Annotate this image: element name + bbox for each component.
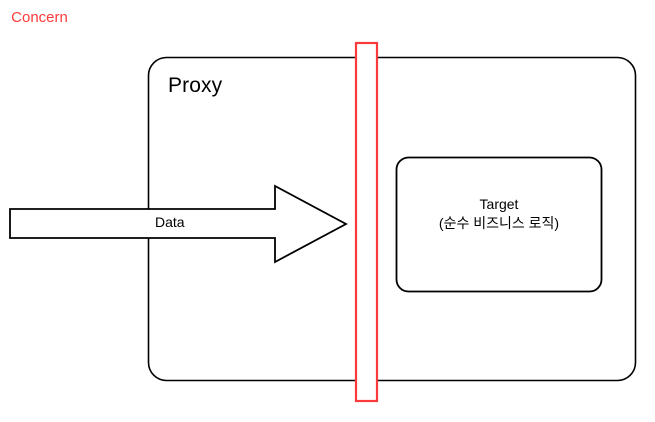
concern-bar[interactable]	[354, 41, 379, 403]
data-arrow[interactable]	[9, 184, 348, 264]
proxy-label: Proxy	[168, 74, 223, 97]
concern-label-text: Concern	[11, 9, 68, 26]
target-box[interactable]	[395, 156, 603, 293]
concern-label: Concern	[0, 9, 655, 26]
target-label-primary: Target	[479, 196, 519, 212]
data-arrow-label: Data	[155, 214, 185, 230]
target-label-secondary: (순수 비즈니스 로직)	[438, 215, 560, 232]
target-label-block: Target (순수 비즈니스 로직)	[396, 196, 602, 231]
